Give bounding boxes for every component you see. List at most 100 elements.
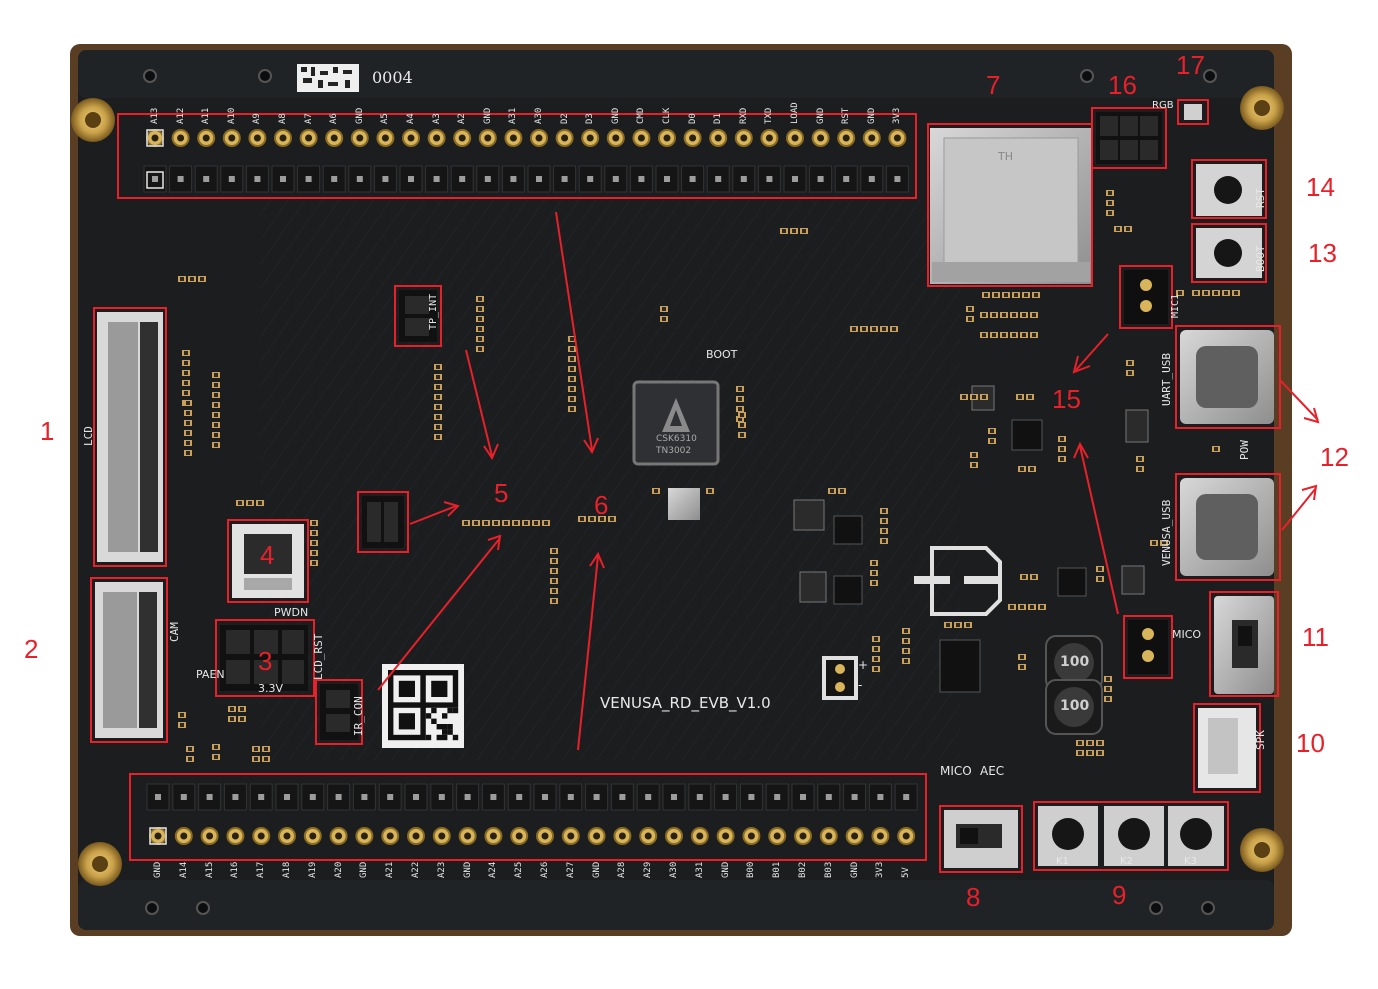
venusa-usb-label: VENUSA_USB [1160, 499, 1173, 566]
plus-sign: + [858, 658, 869, 672]
callout-1: 1 [40, 416, 55, 446]
bottom-strip [78, 880, 1274, 930]
callout-10: 10 [1296, 728, 1325, 758]
top-strip [78, 50, 1274, 98]
bottom-header-pin-label: A21 [385, 861, 396, 878]
bottom-header-pin-label: GND [591, 861, 602, 878]
bottom-header-pin-label: A29 [643, 861, 654, 878]
bottom-header-pin-label: A20 [333, 861, 344, 878]
box-1-lcd [93, 307, 167, 567]
cam-label: CAM [168, 622, 181, 642]
top-header-pin-label: A10 [226, 107, 237, 124]
bottom-header-pin-label: A31 [694, 861, 705, 878]
top-header-pin-label: A3 [431, 113, 442, 124]
top-header-pin-label: A2 [457, 113, 468, 124]
top-header-pin-label: D1 [713, 113, 724, 124]
box-5-jumper [357, 491, 409, 553]
callout-13: 13 [1308, 238, 1337, 268]
bottom-header-pin-label: A15 [204, 861, 215, 878]
top-header-pin-label: A4 [406, 113, 416, 124]
callout-5: 5 [494, 478, 509, 508]
top-header-pin-label: A13 [150, 107, 160, 124]
box-13-boot [1191, 223, 1267, 283]
crystal-oscillator [668, 488, 700, 520]
bottom-header-pin-label: A24 [488, 861, 499, 878]
bottom-header-pin-label: GND [359, 861, 370, 878]
rst-label: RST [1254, 188, 1267, 208]
bottom-header-pin-label: A14 [178, 861, 189, 878]
aec-label: AEC [980, 764, 1005, 778]
k2-label: K2 [1120, 856, 1133, 867]
bottom-header-pin-label: B00 [746, 861, 757, 878]
box-4-fpc [227, 519, 309, 603]
top-header-pin-label: CLK [662, 107, 672, 124]
bottom-header-pin-label: GND [849, 861, 860, 878]
callout-14: 14 [1306, 172, 1335, 202]
tp-int-label: TP_INT [428, 293, 439, 330]
board-name-label: VENUSA_RD_EVB_V1.0 [600, 694, 771, 712]
box-uart-usb [1175, 325, 1281, 429]
top-header-pin-label: TXD [764, 107, 775, 124]
top-header-pin-label: 3V3 [892, 107, 903, 124]
bottom-header-pin-label: A18 [282, 861, 292, 878]
rgb-led [1184, 104, 1202, 120]
bottom-header-pin-label: 3V3 [875, 861, 886, 878]
bottom-header-pin-label: 5V [901, 867, 912, 878]
callout-2: 2 [24, 634, 39, 664]
top-header-pin-label: A6 [329, 113, 340, 124]
top-header-pin-label: GND [482, 107, 493, 124]
callout-3: 3 [258, 646, 273, 676]
bottom-header-pin-label: A28 [617, 861, 628, 878]
bottom-header-pin-label: A22 [411, 861, 421, 878]
bottom-header-pin-label: A19 [307, 861, 318, 878]
battery-holder-outline [930, 546, 1002, 616]
top-header-pin-label: D0 [687, 113, 698, 124]
inductor-1-label: 100 [1060, 654, 1090, 670]
bottom-header-pin-label: A25 [514, 861, 525, 878]
top-header-pin-label: LOAD [790, 102, 800, 124]
box-17-rgb [1177, 99, 1209, 125]
bottom-header-pin-label: GND [720, 861, 731, 878]
top-pin-header [143, 129, 909, 193]
box-mic1 [1119, 265, 1173, 329]
box-11-switch [1209, 591, 1279, 697]
callout-6: 6 [594, 490, 609, 520]
mico-right-label: MICO [1172, 628, 1202, 641]
mic1-label: MIC1 [1170, 293, 1181, 318]
top-header-pin-label: GND [866, 107, 877, 124]
bottom-header-pin-label: A26 [540, 861, 550, 878]
chip-label-1: CSK6310 [656, 434, 697, 444]
box-bottom-header [129, 773, 927, 861]
callout-17: 17 [1176, 50, 1205, 80]
callout-12: 12 [1320, 442, 1349, 472]
bottom-header-pin-label: B01 [772, 861, 783, 878]
box-16-header [1091, 107, 1167, 169]
box-ir-con [315, 679, 363, 745]
box-venusa-usb [1175, 473, 1281, 581]
box-2-cam [90, 577, 168, 743]
box-8-switch [939, 805, 1023, 873]
bottom-header-pin-label: B03 [823, 861, 834, 878]
top-header-pin-label: D3 [585, 113, 596, 124]
bottom-header-pin-label: A23 [436, 861, 447, 878]
box-10-spk [1193, 703, 1261, 793]
bottom-header-pin-label: A27 [565, 861, 576, 878]
lcd-label: LCD [82, 426, 95, 446]
box-3-jumper [215, 619, 315, 697]
annotation-arrows [377, 211, 1320, 751]
box-top-header [117, 113, 917, 199]
callout-15: 15 [1052, 384, 1081, 414]
box-14-rst [1191, 159, 1267, 219]
callout-9: 9 [1112, 880, 1127, 910]
top-header-pin-label: A9 [252, 113, 263, 124]
callout-8: 8 [966, 882, 981, 912]
bottom-header-pin-label: GND [462, 861, 473, 878]
bottom-header-pin-label: A30 [669, 861, 679, 878]
bottom-header-pin-label: A17 [256, 861, 267, 878]
smd-components [178, 190, 1240, 762]
k1-label: K1 [1056, 856, 1069, 867]
box-mico [1123, 615, 1173, 679]
boot-button-label: BOOT [1254, 245, 1267, 273]
